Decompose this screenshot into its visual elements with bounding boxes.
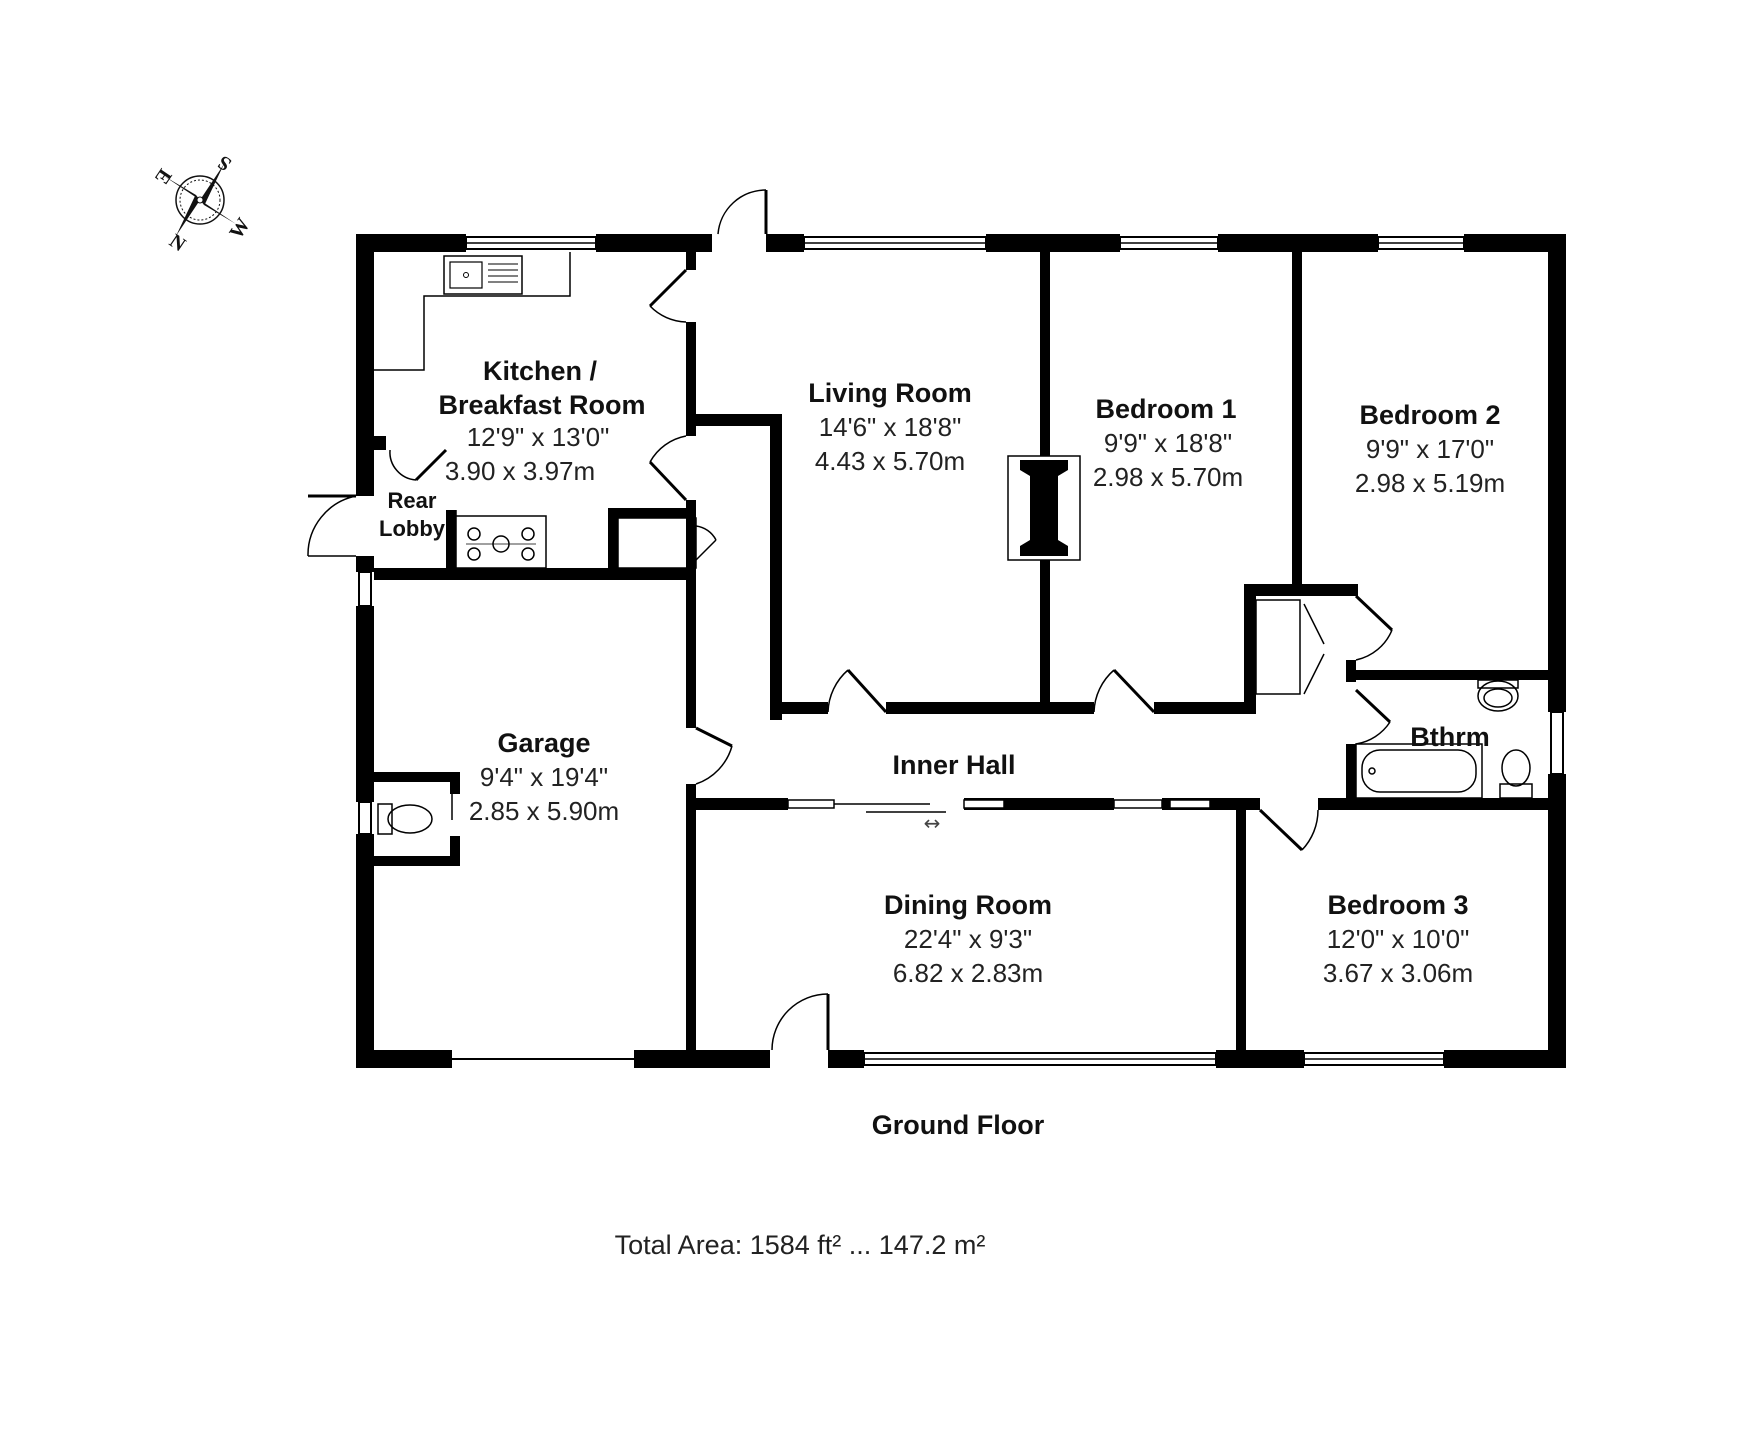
bedroom1-metric: 2.98 x 5.70m	[1093, 462, 1243, 492]
toilet-icon	[1499, 749, 1533, 799]
bedroom2-name: Bedroom 2	[1359, 400, 1500, 430]
living-name: Living Room	[808, 378, 972, 408]
cupboard-icon	[617, 517, 1301, 695]
hob-icon	[455, 515, 547, 569]
kitchen-metric: 3.90 x 3.97m	[445, 456, 595, 486]
sink-icon	[443, 255, 523, 295]
exterior-walls	[356, 234, 1566, 1068]
garage-name: Garage	[497, 728, 590, 758]
living-metric: 4.43 x 5.70m	[815, 446, 965, 476]
living-imperial: 14'6" x 18'8"	[819, 412, 962, 442]
total-area: Total Area: 1584 ft² ... 147.2 m²	[615, 1230, 986, 1260]
garage-metric: 2.85 x 5.90m	[469, 796, 619, 826]
room-bedroom2: Bedroom 2 9'9" x 17'0" 2.98 x 5.19m	[1355, 400, 1505, 498]
compass-east-letter: E	[150, 165, 176, 188]
compass-north-letter: N	[165, 230, 190, 257]
bedroom3-imperial: 12'0" x 10'0"	[1327, 924, 1470, 954]
inner-hall-name: Inner Hall	[892, 750, 1015, 780]
rear-lobby-name-line1: Rear	[388, 488, 437, 513]
room-dining: Dining Room 22'4" x 9'3" 6.82 x 2.83m	[884, 890, 1052, 988]
dining-name: Dining Room	[884, 890, 1052, 920]
bedroom1-imperial: 9'9" x 18'8"	[1104, 428, 1232, 458]
room-garage: Garage 9'4" x 19'4" 2.85 x 5.90m	[469, 728, 619, 826]
room-bedroom1: Bedroom 1 9'9" x 18'8" 2.98 x 5.70m	[1093, 394, 1243, 492]
room-inner-hall: Inner Hall	[892, 750, 1015, 780]
compass-west-letter: W	[225, 214, 254, 243]
doors	[307, 189, 1394, 1051]
room-bathroom: Bthrm	[1410, 722, 1490, 752]
room-bedroom3: Bedroom 3 12'0" x 10'0" 3.67 x 3.06m	[1323, 890, 1473, 988]
floor-label: Ground Floor	[872, 1110, 1045, 1140]
kitchen-name-line2: Breakfast Room	[438, 390, 645, 420]
sliding-door-arrow-icon: ↔	[924, 811, 941, 835]
bedroom2-imperial: 9'9" x 17'0"	[1366, 434, 1494, 464]
dining-metric: 6.82 x 2.83m	[893, 958, 1043, 988]
compass-rose-icon: S W N E	[150, 151, 255, 257]
kitchen-name-line1: Kitchen /	[483, 356, 598, 386]
fireplace-icon	[1007, 455, 1081, 561]
garage-imperial: 9'4" x 19'4"	[480, 762, 608, 792]
rear-lobby-name-line2: Lobby	[379, 516, 446, 541]
compass-south-letter: S	[214, 151, 236, 175]
bathroom-name: Bthrm	[1410, 722, 1490, 752]
basin-icon	[1477, 679, 1519, 712]
room-rear-lobby: Rear Lobby	[379, 488, 446, 541]
dining-imperial: 22'4" x 9'3"	[904, 924, 1032, 954]
bath-icon	[1355, 743, 1483, 799]
interior-walls	[374, 252, 1548, 1054]
bedroom1-name: Bedroom 1	[1095, 394, 1236, 424]
kitchen-imperial: 12'9" x 13'0"	[467, 422, 610, 452]
garage-wc-toilet-icon	[377, 803, 433, 835]
bedroom3-name: Bedroom 3	[1327, 890, 1468, 920]
bedroom3-metric: 3.67 x 3.06m	[1323, 958, 1473, 988]
bedroom2-metric: 2.98 x 5.19m	[1355, 468, 1505, 498]
room-living: Living Room 14'6" x 18'8" 4.43 x 5.70m	[808, 378, 972, 476]
room-kitchen: Kitchen / Breakfast Room 12'9" x 13'0" 3…	[438, 356, 645, 486]
